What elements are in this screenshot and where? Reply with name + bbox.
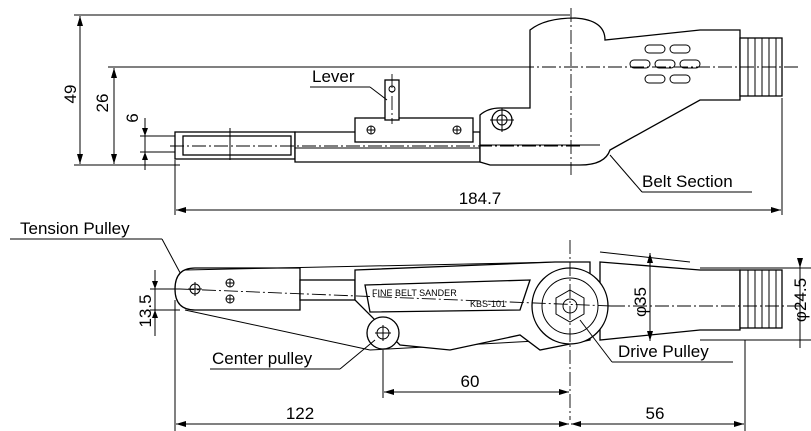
nameplate [364, 279, 531, 313]
nameplate-line1: FINE BELT SANDER [372, 288, 457, 298]
motor-housing [479, 17, 741, 166]
tension-pulley-label: Tension Pulley [20, 219, 130, 238]
belt-section-label: Belt Section [642, 172, 733, 191]
dim-height-total: 49 [61, 85, 80, 104]
tension-pulley [174, 267, 301, 311]
dim-collar-diameter: φ24.5 [791, 278, 810, 322]
dim-rear-length: 56 [646, 404, 665, 423]
dim-drive-diameter: φ35 [631, 287, 650, 317]
nameplate-line2: KBS-101 [470, 299, 506, 309]
dim-height-belt: 6 [123, 113, 142, 122]
dim-length-total: 184.7 [459, 189, 502, 208]
dim-pulley-offset: 13.5 [136, 294, 155, 327]
lever-label: Lever [312, 67, 355, 86]
dim-height-mid: 26 [93, 94, 112, 113]
collar-plan [739, 269, 783, 329]
drive-pulley-label: Drive Pulley [618, 342, 709, 361]
motor-plan [599, 261, 741, 341]
plan-view: Tension Pulley FINE BELT SANDER KBS-101 … [10, 219, 811, 431]
dim-center-drive: 60 [461, 372, 480, 391]
side-view: 49 26 6 [61, 8, 800, 215]
center-pulley-label: Center pulley [212, 349, 313, 368]
dim-front-length: 122 [286, 404, 314, 423]
